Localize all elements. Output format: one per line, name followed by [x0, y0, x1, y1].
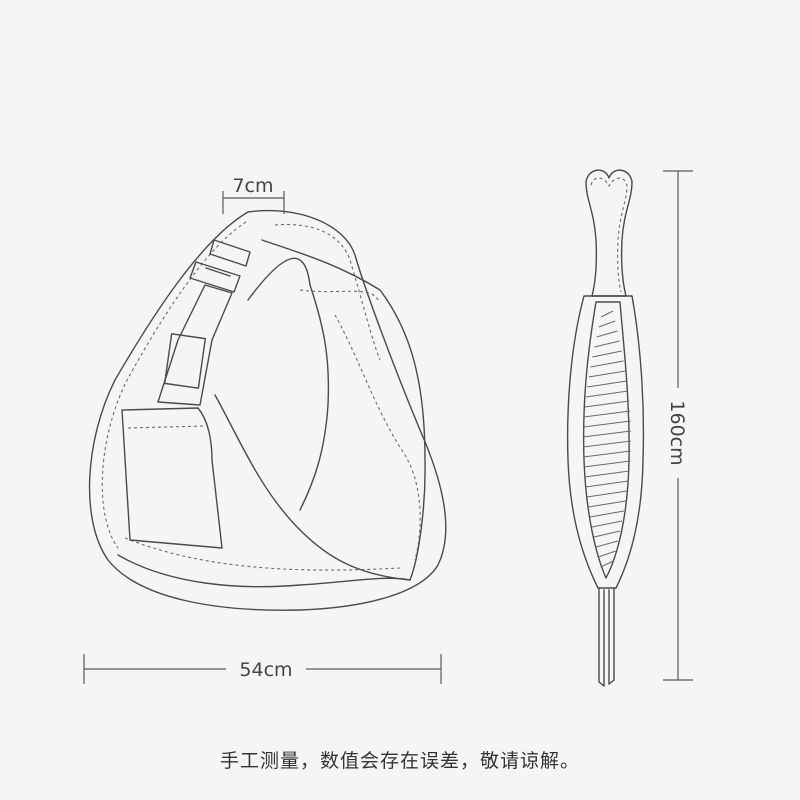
stripe-line [596, 330, 618, 338]
stripe-pattern [582, 310, 632, 568]
strap-width-label: 7cm [232, 175, 273, 197]
stripe-line [582, 440, 632, 448]
stripe-line [600, 560, 614, 568]
stripe-line [584, 470, 630, 478]
stripe-line [593, 530, 621, 538]
stripe-line [600, 310, 614, 318]
seam-bottom [124, 537, 401, 571]
stripe-line [584, 400, 630, 408]
sling-front-view: 7cm 54cm [83, 175, 447, 684]
stripe-line [592, 350, 622, 358]
stripe-line [590, 360, 624, 368]
length-dimension: 160cm [663, 170, 693, 681]
sling-inner-panel [582, 301, 630, 579]
pocket-seam [127, 425, 206, 429]
sling-long-body [566, 295, 645, 589]
strap-label-patch [163, 333, 207, 389]
stripe-line [586, 490, 628, 498]
seam-pouch [334, 314, 421, 561]
body-width-dimension: 54cm [83, 654, 442, 684]
stripe-line [587, 380, 627, 388]
stripe-line [583, 410, 631, 418]
sling-flat-view: 160cm [566, 169, 693, 687]
top-tab-seam [590, 177, 628, 293]
sling-pouch-edge [247, 257, 330, 511]
stripe-line [591, 520, 623, 528]
sling-inner-edge [214, 239, 426, 581]
body-width-label: 54cm [239, 659, 292, 681]
stripe-line [594, 340, 620, 348]
stripe-line [582, 430, 632, 438]
stripe-line [583, 450, 631, 458]
sling-body-outline [88, 209, 447, 611]
stripe-line [583, 460, 631, 468]
side-pocket [121, 407, 223, 549]
sling-bottom-curve [117, 554, 411, 588]
measurement-note: 手工测量，数值会存在误差，敬请谅解。 [219, 750, 580, 772]
stripe-line [588, 370, 626, 378]
strap-band [157, 284, 233, 406]
sling-top-tab [585, 169, 633, 297]
stripe-line [585, 480, 629, 488]
strap-width-dimension: 7cm [222, 175, 285, 214]
stripe-line [585, 390, 629, 398]
stripe-line [583, 420, 631, 428]
stripe-line [589, 510, 625, 518]
tail-straps [598, 587, 615, 687]
buckle-icon [189, 239, 251, 293]
stripe-line [598, 550, 616, 558]
stripe-line [595, 540, 619, 548]
stripe-line [598, 320, 616, 328]
seam-top [274, 223, 381, 361]
stripe-line [588, 500, 626, 508]
length-label: 160cm [666, 400, 688, 465]
